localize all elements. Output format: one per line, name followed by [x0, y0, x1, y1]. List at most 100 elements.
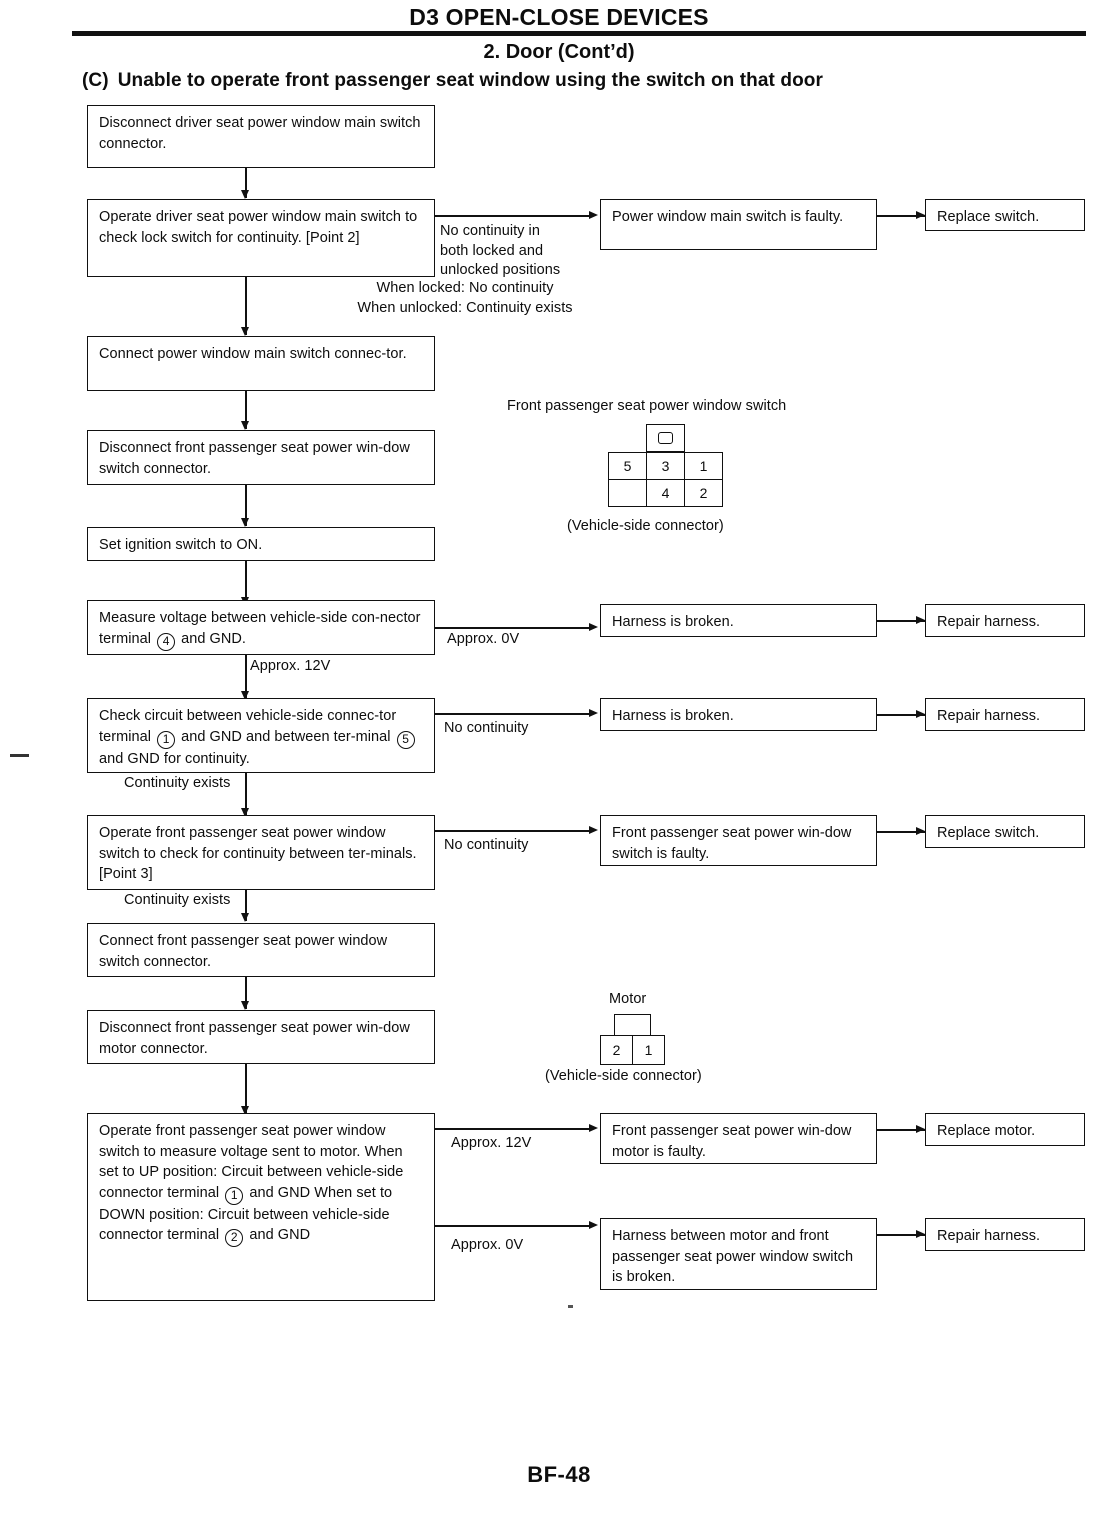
connector-pin: 1 [632, 1035, 665, 1065]
pin-number: 1 [699, 458, 708, 474]
page-number: BF-48 [527, 1462, 591, 1487]
step-text: Operate front passenger seat power windo… [99, 825, 417, 882]
result-harness-broken-2: Harness is broken. [600, 698, 877, 731]
connector-line [245, 485, 247, 526]
result-passenger-switch-faulty: Front passenger seat power win-dow switc… [600, 815, 877, 866]
branch-label-continuity-exists-2: Continuity exists [124, 892, 231, 908]
step-text: Measure voltage between vehicle-side con… [99, 608, 425, 651]
flow-step-disconnect-motor-connector: Disconnect front passenger seat power wi… [87, 1010, 435, 1064]
connector-line [245, 655, 247, 699]
result-harness-broken-1: Harness is broken. [600, 604, 877, 637]
flow-step-check-circuit-terminals-1-5: Check circuit between vehicle-side conne… [87, 698, 435, 773]
connector-line [245, 773, 247, 816]
branch-label-approx-12v: Approx. 12V [250, 658, 331, 674]
arrow-down-icon [241, 1001, 249, 1010]
connector-line [245, 890, 247, 921]
connector-line [877, 620, 925, 622]
branch-line [435, 830, 590, 832]
step-text: Set ignition switch to ON. [99, 537, 263, 553]
flow-step-disconnect-passenger-switch: Disconnect front passenger seat power wi… [87, 430, 435, 485]
action-repair-harness-1: Repair harness. [925, 604, 1085, 637]
step-text: Connect power window main switch connec-… [99, 346, 407, 362]
step-text: Connect front passenger seat power windo… [99, 933, 388, 970]
result-text: Power window main switch is faulty. [612, 209, 844, 225]
flow-step-connect-passenger-switch: Connect front passenger seat power windo… [87, 923, 435, 977]
flow-step-ignition-on: Set ignition switch to ON. [87, 527, 435, 561]
connector-notch-icon [658, 432, 673, 444]
subsection-tag: (C) [82, 70, 109, 91]
terminal-4-icon: 4 [157, 632, 176, 651]
section-title: 2. Door (Cont’d) [483, 41, 635, 63]
action-replace-switch: Replace switch. [925, 199, 1085, 231]
flow-step-operate-main-switch-lock-check: Operate driver seat power window main sw… [87, 199, 435, 277]
subsection-heading: (C) Unable to operate front passenger sea… [82, 70, 823, 92]
arrow-down-icon [241, 421, 249, 430]
arrow-right-icon [589, 826, 598, 834]
pin-number: 4 [661, 485, 670, 501]
pin-number: 3 [661, 458, 670, 474]
result-text: Harness between motor and front passenge… [612, 1228, 854, 1285]
connector-line [877, 1129, 925, 1131]
arrow-right-icon [589, 1221, 598, 1229]
connector-pin: 2 [600, 1035, 633, 1065]
subsection-title: Unable to operate front passenger seat w… [117, 70, 823, 91]
page-speck [568, 1305, 573, 1308]
result-motor-faulty: Front passenger seat power win-dow motor… [600, 1113, 877, 1164]
connector-line [245, 977, 247, 1009]
branch-label-lock-switch-expected: When locked: No continuity When unlocked… [357, 280, 573, 316]
branch-label-approx-0v-2: Approx. 0V [451, 1237, 524, 1253]
pin-number: 5 [623, 458, 632, 474]
connector-line [245, 168, 247, 198]
branch-label-continuity-exists-1: Continuity exists [124, 775, 231, 791]
arrow-down-icon [241, 913, 249, 922]
connector-diagram-title-switch: Front passenger seat power window switch [507, 398, 787, 414]
result-main-switch-faulty: Power window main switch is faulty. [600, 199, 877, 250]
branch-label-no-continuity-1: No continuity [444, 720, 529, 736]
connector-pin: 1 [684, 452, 723, 480]
document-title: D3 OPEN-CLOSE DEVICES [409, 4, 709, 30]
branch-label-no-continuity-both: No continuity in both locked and unlocke… [440, 223, 561, 278]
branch-line [435, 1128, 590, 1130]
step-text: Disconnect driver seat power window main… [99, 115, 421, 152]
branch-label-no-continuity-2: No continuity [444, 837, 529, 853]
result-harness-motor-switch-broken: Harness between motor and front passenge… [600, 1218, 877, 1290]
connector-pin: 2 [684, 479, 723, 507]
connector-line [245, 561, 247, 605]
connector-line [245, 1064, 247, 1114]
connector-tab [614, 1014, 651, 1036]
arrow-down-icon [241, 327, 249, 336]
arrow-down-icon [241, 808, 249, 817]
action-text: Repair harness. [937, 708, 1041, 724]
connector-diagram-caption-motor: (Vehicle-side connector) [545, 1068, 702, 1084]
result-text: Front passenger seat power win-dow motor… [612, 1123, 852, 1160]
connector-line [877, 831, 925, 833]
flow-step-measure-motor-voltage: Operate front passenger seat power windo… [87, 1113, 435, 1301]
arrow-right-icon [916, 211, 925, 219]
arrow-right-icon [916, 710, 925, 718]
connector-pin-empty [608, 479, 647, 507]
action-text: Replace switch. [937, 825, 1040, 841]
arrow-right-icon [589, 211, 598, 219]
action-text: Repair harness. [937, 614, 1041, 630]
result-text: Front passenger seat power win-dow switc… [612, 825, 852, 862]
connector-line [245, 391, 247, 429]
arrow-right-icon [916, 827, 925, 835]
flow-step-operate-passenger-switch-continuity: Operate front passenger seat power windo… [87, 815, 435, 890]
connector-pin: 5 [608, 452, 647, 480]
connector-line [877, 1234, 925, 1236]
flow-step-disconnect-main-switch: Disconnect driver seat power window main… [87, 105, 435, 168]
action-text: Repair harness. [937, 1228, 1041, 1244]
pin-number: 2 [612, 1042, 621, 1058]
header-divider [72, 31, 1086, 36]
arrow-right-icon [589, 1124, 598, 1132]
arrow-right-icon [916, 1230, 925, 1238]
action-repair-harness-3: Repair harness. [925, 1218, 1085, 1251]
branch-line [435, 713, 590, 715]
branch-line [435, 215, 590, 217]
terminal-2-icon: 2 [225, 1229, 244, 1247]
arrow-right-icon [916, 616, 925, 624]
margin-dash-mark [10, 754, 29, 757]
connector-line [877, 714, 925, 716]
arrow-right-icon [589, 623, 598, 631]
arrow-down-icon [241, 691, 249, 700]
